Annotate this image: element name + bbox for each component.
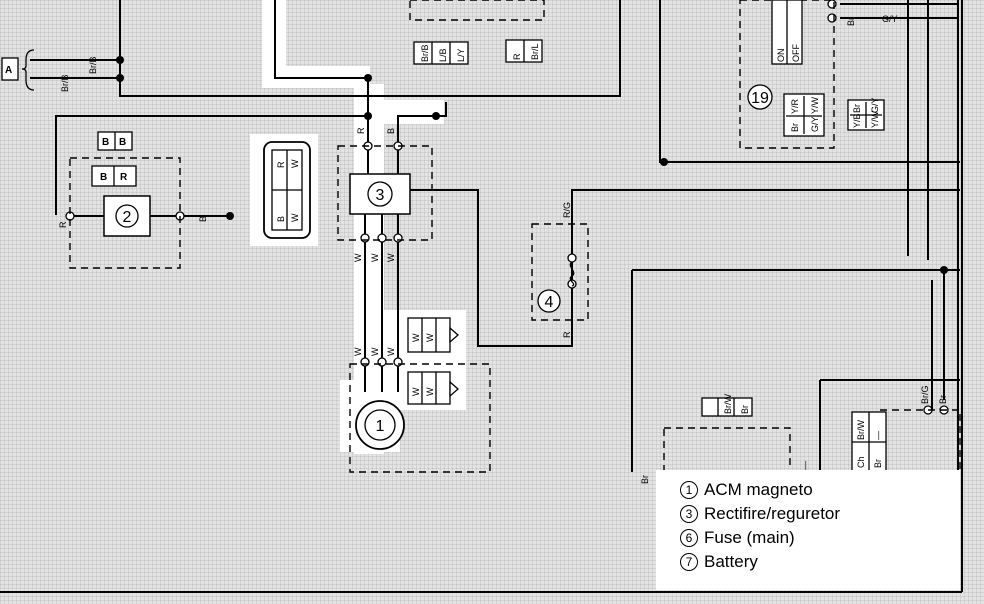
- wire-label-w-1: W: [353, 253, 363, 262]
- legend-number: 7: [680, 553, 698, 571]
- wire-label-b-3: B: [386, 128, 396, 134]
- connector-icons: Br/B L/B L/Y R Br/L B B B R R W B W W W …: [91, 39, 887, 473]
- wire-label-b-plug-b: B: [119, 137, 126, 148]
- wire-label-brw-conn: Br/W: [723, 393, 733, 414]
- component-4-number: 4: [545, 294, 554, 311]
- wire-label-br-19: Br: [790, 123, 800, 132]
- wire-label-b-plug-c: B: [100, 172, 107, 183]
- wire-label-w-3: W: [386, 253, 396, 262]
- component-3: 3: [349, 173, 411, 215]
- wire-label-r-3: R: [356, 127, 366, 134]
- junctions: [116, 56, 948, 274]
- wire-label-w-plug-3: W: [411, 387, 421, 396]
- legend-label: Fuse (main): [704, 528, 795, 547]
- component-boundaries: [69, 0, 961, 475]
- wire-label-yw-aux: Y/W: [870, 110, 880, 128]
- wire-label-br-aux: Br: [852, 104, 862, 113]
- wire-label-yw-19: Y/W: [810, 96, 820, 114]
- wire-label-v: —: [800, 461, 810, 470]
- wire-label-yr-19: Y/R: [790, 98, 800, 114]
- wire-label-gy-19: G/Y: [810, 116, 820, 132]
- component-2: 2: [103, 195, 151, 237]
- wire-label-brb-2: Br/B: [60, 74, 70, 92]
- wire-label-rg: R/G: [562, 202, 572, 218]
- wire-label-w-rect-1: W: [290, 159, 300, 168]
- wire-label-brw-ch: Br/W: [856, 419, 866, 440]
- wire-label-ly-conn: L/Y: [456, 48, 466, 62]
- wire-label-dash-ch: —: [873, 431, 883, 440]
- wire-label-r-2: R: [58, 221, 68, 228]
- switch-off-label: OFF: [791, 44, 801, 62]
- wire-label-w-4: W: [353, 347, 363, 356]
- wire-label-brg: Br/G: [920, 385, 930, 404]
- legend: 1 ACM magneto 3 Rectifire/reguretor 6 Fuse …: [656, 470, 960, 590]
- wire-label-lb-conn: L/B: [438, 48, 448, 62]
- switch-on-label: ON: [776, 49, 786, 63]
- wire-label-w-2: W: [370, 253, 380, 262]
- component-3-number: 3: [376, 187, 385, 204]
- wire-label-w-plug-1: W: [411, 333, 421, 342]
- wire-label-brb-1: Br/B: [88, 56, 98, 74]
- wire-label-b-2: B: [198, 216, 208, 222]
- wire-label-r-4: R: [562, 331, 572, 338]
- wire-label-r-rect: R: [276, 161, 286, 168]
- legend-label: ACM magneto: [704, 480, 813, 499]
- component-1-magneto: 1: [355, 400, 405, 450]
- legend-item: 3 Rectifire/reguretor: [680, 502, 960, 526]
- wire-label-r-plug: R: [120, 172, 128, 183]
- legend-number: 6: [680, 529, 698, 547]
- legend-item: 6 Fuse (main): [680, 526, 960, 550]
- legend-number: 1: [680, 481, 698, 499]
- group-a-marker: A: [1, 49, 35, 91]
- wire-label-ch: Ch: [856, 456, 866, 468]
- legend-label: Battery: [704, 552, 758, 571]
- legend-number: 3: [680, 505, 698, 523]
- component-19: 19 Br Y/R G/Y Y/W Y/B Br Y/W G/Y ON OFF: [747, 0, 885, 137]
- wire-label-yb-aux: Y/B: [852, 113, 862, 128]
- wire-label-br-left: Br: [640, 475, 650, 484]
- wire-label-gy-top: G/Y: [882, 14, 898, 24]
- wire-label-w-rect-2: W: [290, 213, 300, 222]
- wire-label-b-rect: B: [276, 216, 286, 222]
- wire-label-br-top: Br: [846, 17, 856, 26]
- wire-label-w-plug-4: W: [425, 387, 435, 396]
- wire-labels: Br/B Br/B R B R B W W W W W W R/G R Br —…: [58, 14, 948, 484]
- wire-label-w-5: W: [370, 347, 380, 356]
- component-4-fuse: 4: [537, 261, 575, 313]
- legend-item: 1 ACM magneto: [680, 478, 960, 502]
- wire-label-r-conn: R: [512, 53, 522, 60]
- wire-label-gy-aux: G/Y: [870, 97, 880, 113]
- wire-label-b-plug-a: B: [102, 137, 109, 148]
- component-2-number: 2: [123, 209, 132, 226]
- legend-label: Rectifire/reguretor: [704, 504, 841, 523]
- wire-label-brl-conn: Br/L: [530, 43, 540, 60]
- wire-label-br-conn: Br: [740, 405, 750, 414]
- component-19-number: 19: [751, 90, 769, 107]
- component-1-number: 1: [376, 418, 385, 435]
- wire-label-br-ch: Br: [873, 459, 883, 468]
- wire-label-br-right: Br: [938, 395, 948, 404]
- wire-label-w-6: W: [386, 347, 396, 356]
- wire-label-brb-conn: Br/B: [420, 44, 430, 62]
- wire-label-w-plug-2: W: [425, 333, 435, 342]
- group-a-label: A: [5, 65, 12, 76]
- legend-item: 7 Battery: [680, 550, 960, 574]
